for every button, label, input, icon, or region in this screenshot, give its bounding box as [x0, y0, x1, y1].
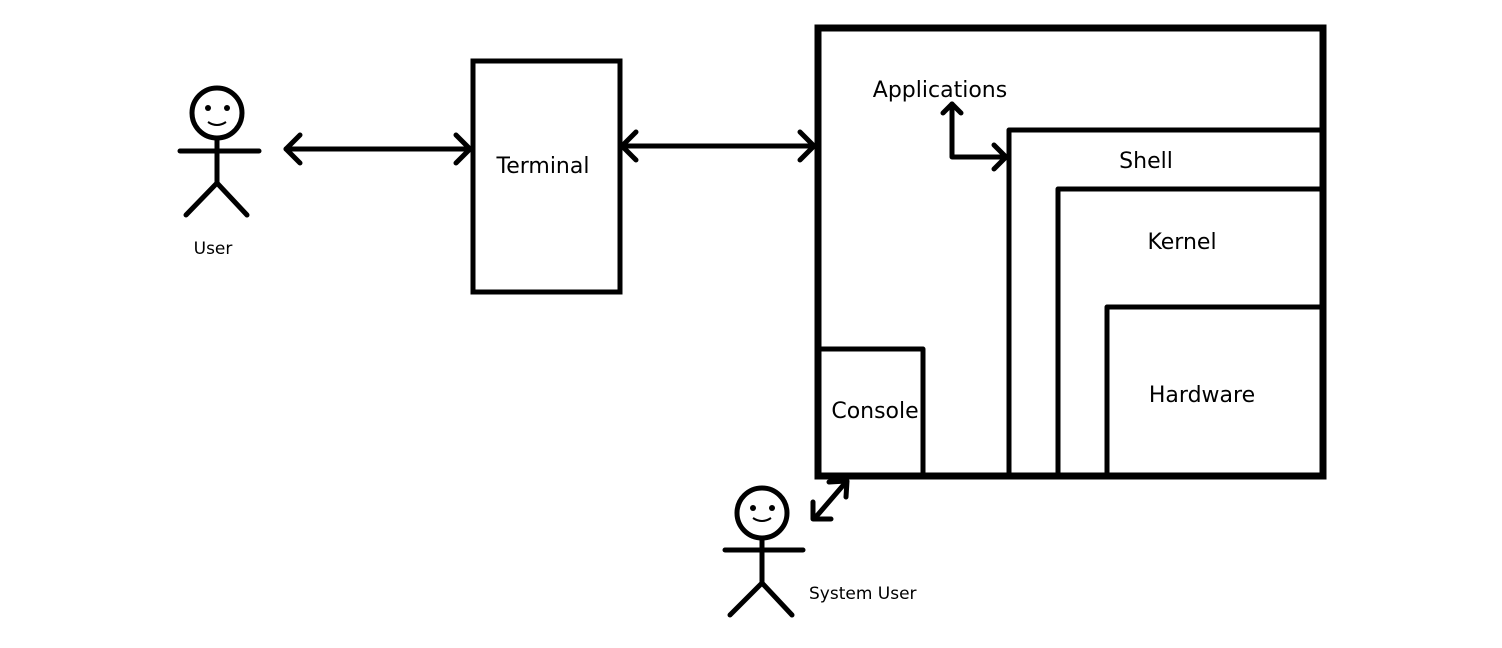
kernel-layer: Kernel	[1055, 186, 1323, 479]
arrowhead-right-icon	[797, 129, 817, 163]
shell-label: Shell	[1119, 149, 1173, 174]
user-leg-right	[214, 180, 250, 218]
arrowhead-left-icon	[619, 129, 639, 163]
arrow-applications-shell	[940, 101, 1009, 172]
arrowhead-right-icon	[453, 132, 473, 166]
system-user-eye-right	[769, 505, 775, 511]
console-node: Console	[817, 346, 926, 479]
terminal-box	[470, 58, 623, 295]
shell-layer: Shell	[1006, 127, 1323, 479]
system-user-label: System User	[809, 584, 917, 604]
user-head	[189, 85, 245, 141]
system-user-head	[734, 485, 790, 541]
arrowhead-down-left-icon	[810, 499, 834, 522]
console-label: Console	[831, 399, 918, 424]
arrowhead-left-icon	[283, 132, 303, 166]
system-user-leg-left	[727, 580, 765, 618]
user-leg-left	[183, 180, 220, 218]
system-user-actor: System User	[722, 485, 917, 618]
applications-label: Applications	[873, 78, 1007, 103]
user-eye-left	[205, 105, 211, 111]
system-outer-box	[814, 24, 1327, 480]
arrowhead-up-right-icon	[826, 478, 850, 500]
kernel-label: Kernel	[1147, 230, 1216, 255]
hardware-layer: Hardware	[1104, 304, 1323, 479]
arrow-systemuser-console	[810, 478, 850, 522]
arrow-user-terminal	[283, 132, 473, 166]
user-actor: User	[177, 85, 262, 259]
user-label: User	[194, 239, 233, 259]
system-user-smile	[752, 517, 772, 522]
hardware-label: Hardware	[1149, 383, 1255, 408]
system-user-eye-left	[750, 505, 756, 511]
system-user-leg-right	[759, 580, 795, 618]
terminal-node: Terminal	[470, 58, 623, 295]
applications-layer: Applications	[814, 24, 1327, 480]
arrow-terminal-system	[619, 129, 817, 163]
user-smile	[207, 121, 227, 126]
user-eye-right	[224, 105, 230, 111]
arrowhead-right-icon	[991, 142, 1009, 172]
terminal-label: Terminal	[496, 154, 590, 179]
arrowhead-up-icon	[940, 101, 964, 116]
